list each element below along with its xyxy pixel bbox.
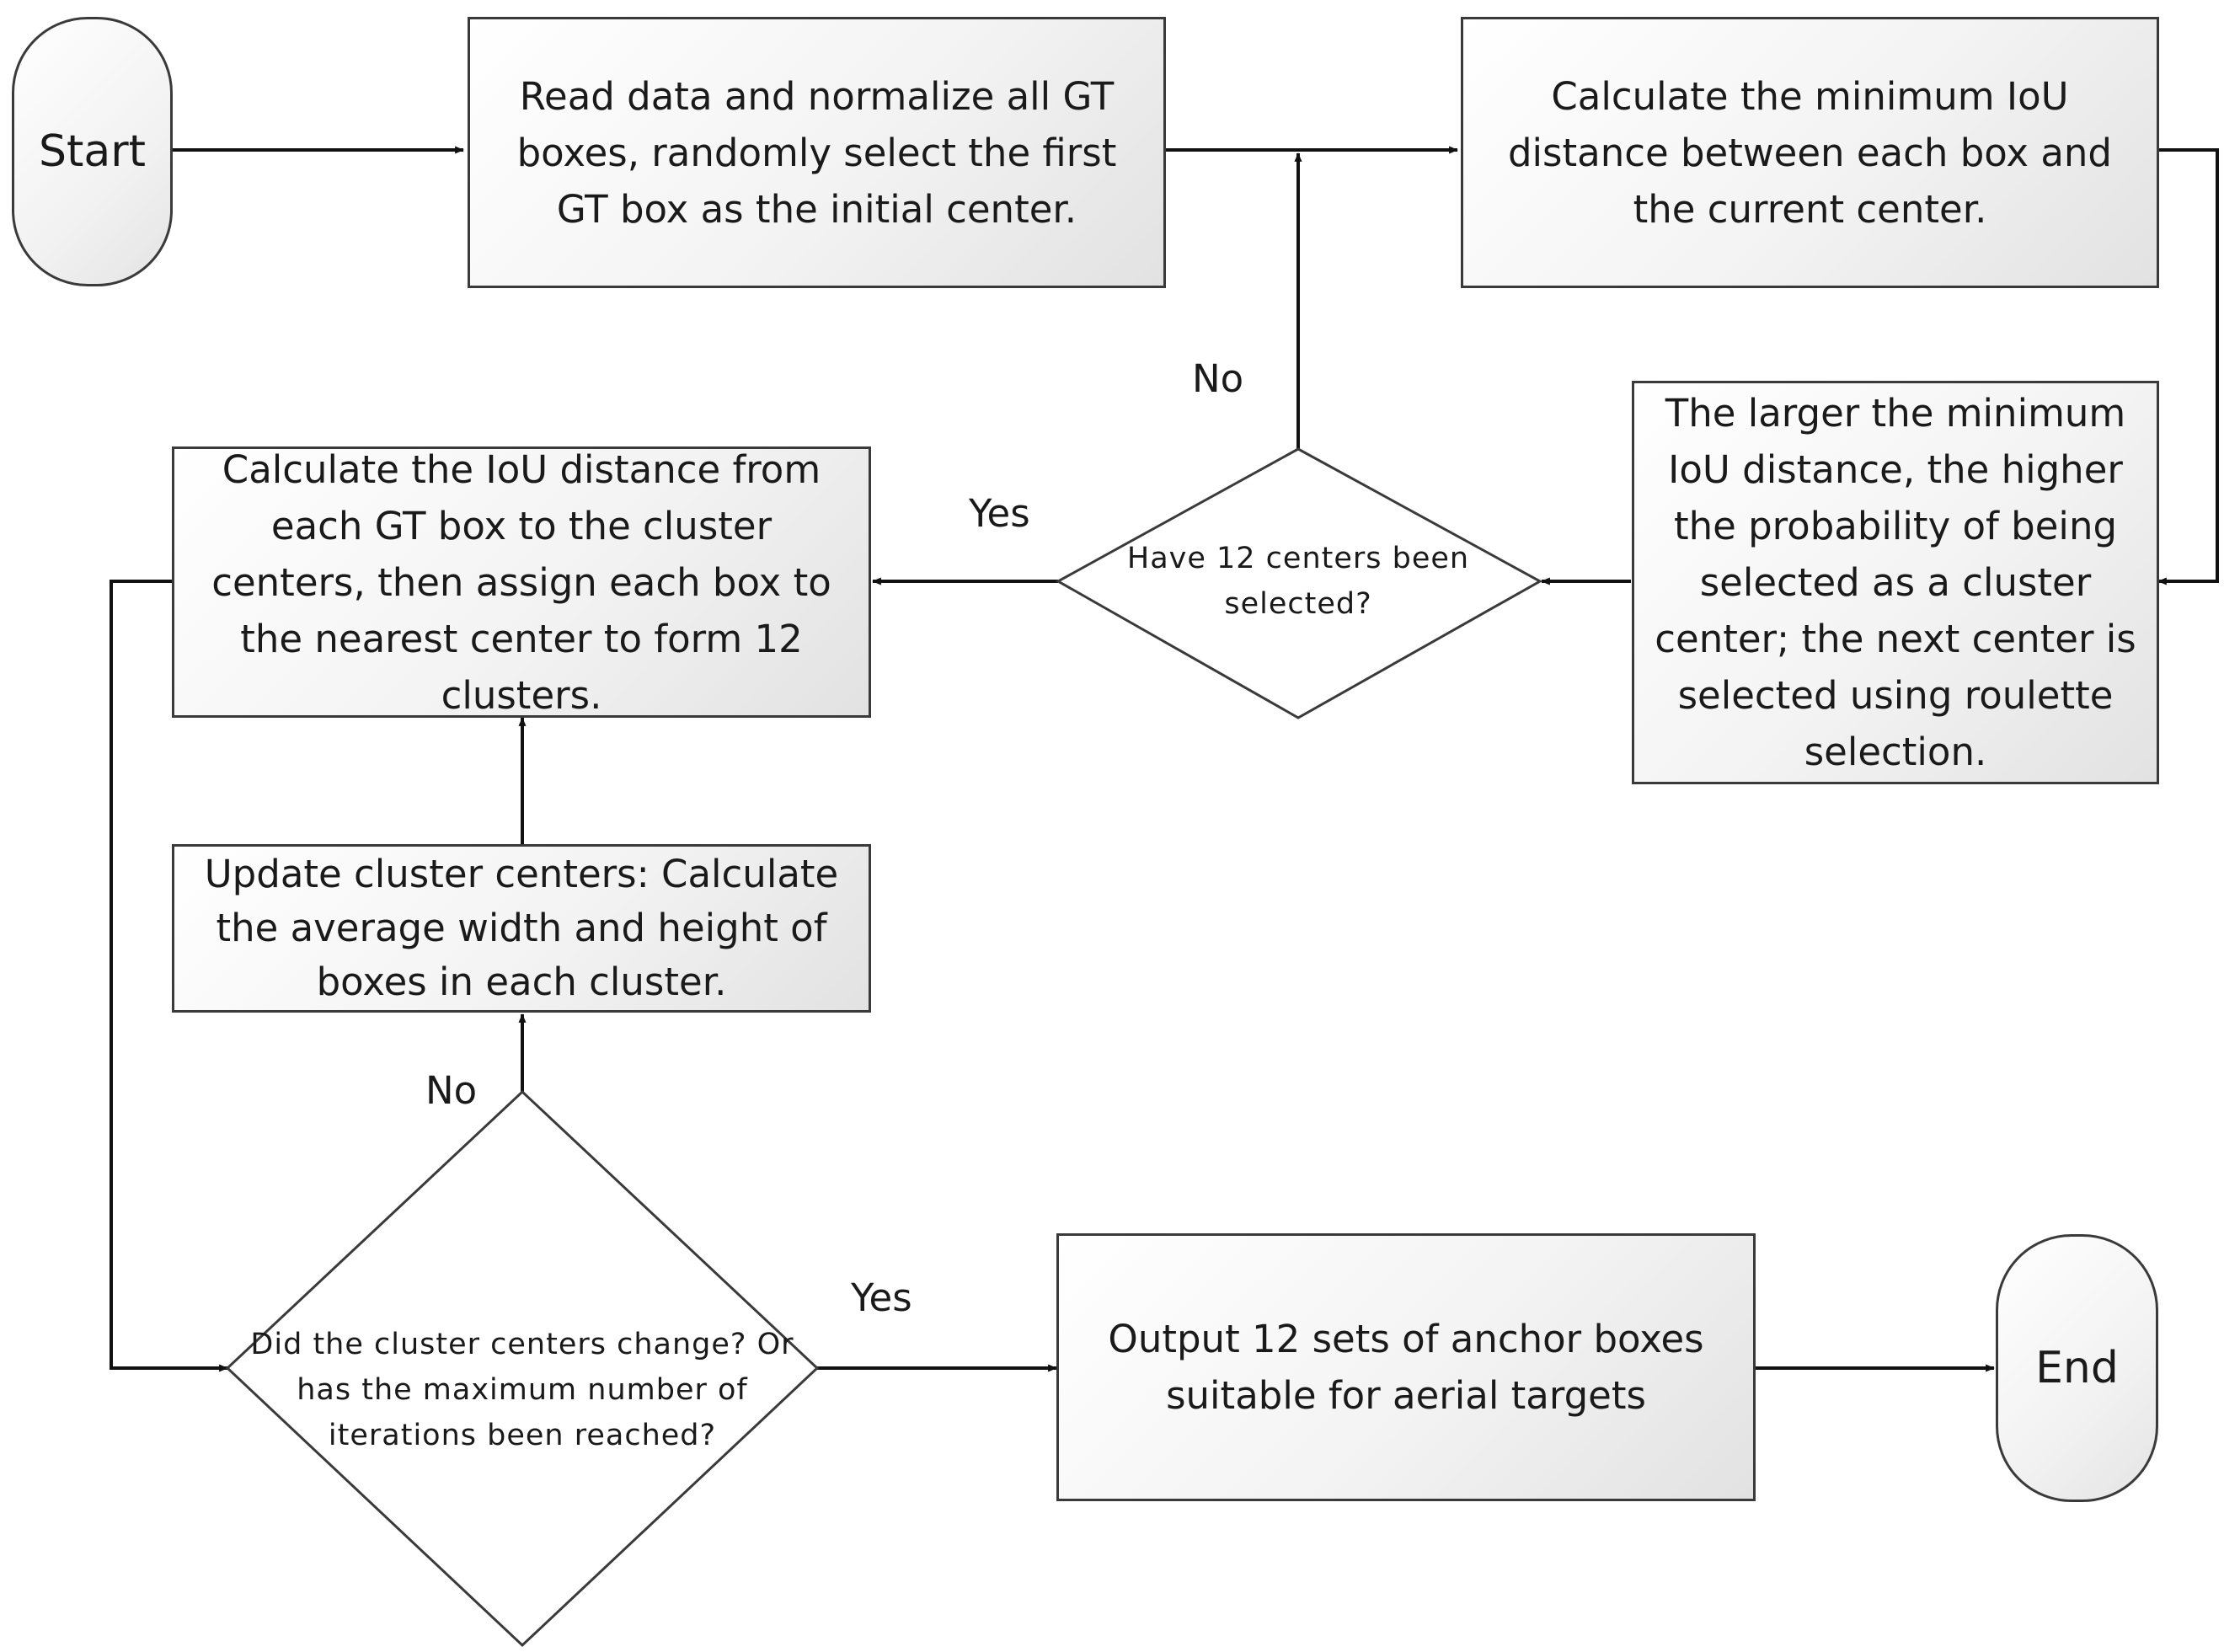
edge-label-yes-mid: Yes <box>969 491 1030 536</box>
decision-centers-change-text: Did the cluster centers change? Or has t… <box>250 1328 794 1452</box>
decision-diamond-centers-change <box>225 1089 820 1648</box>
edge-label-yes-bottom: Yes <box>851 1275 912 1320</box>
decision-diamond-12-centers <box>1055 447 1543 719</box>
start-label: Start <box>38 126 147 177</box>
update-centers-box: Update cluster centers: Calculate the av… <box>172 844 871 1013</box>
update-centers-text: Update cluster centers: Calculate the av… <box>204 852 839 1004</box>
assign-clusters-box: Calculate the IoU distance from each GT … <box>172 446 871 718</box>
calc-min-iou-text: Calculate the minimum IoU distance betwe… <box>1507 73 2112 232</box>
start-node: Start <box>12 17 173 286</box>
calc-min-iou-box: Calculate the minimum IoU distance betwe… <box>1461 17 2159 288</box>
decision-12-centers-text: Have 12 centers been selected? <box>1126 542 1470 621</box>
edge-assign-to-decision-change <box>110 580 228 1372</box>
read-data-box: Read data and normalize all GT boxes, ra… <box>468 17 1166 288</box>
assign-clusters-text: Calculate the IoU distance from each GT … <box>211 446 831 718</box>
decision-centers-change-label: Did the cluster centers change? Or has t… <box>244 1318 800 1462</box>
edge-label-no-bottom: No <box>425 1068 478 1113</box>
edge-calc-to-roulette <box>2157 148 2219 585</box>
read-data-text: Read data and normalize all GT boxes, ra… <box>516 73 1117 232</box>
end-node: End <box>1996 1234 2158 1502</box>
output-anchor-boxes-box: Output 12 sets of anchor boxes suitable … <box>1056 1233 1756 1501</box>
end-label: End <box>2035 1342 2119 1393</box>
output-anchor-boxes-text: Output 12 sets of anchor boxes suitable … <box>1108 1317 1704 1418</box>
decision-12-centers-label: Have 12 centers been selected? <box>1112 531 1484 632</box>
edge-label-no-top: No <box>1192 356 1244 401</box>
roulette-selection-text: The larger the minimum IoU distance, the… <box>1655 391 2136 774</box>
roulette-selection-box: The larger the minimum IoU distance, the… <box>1632 381 2159 784</box>
